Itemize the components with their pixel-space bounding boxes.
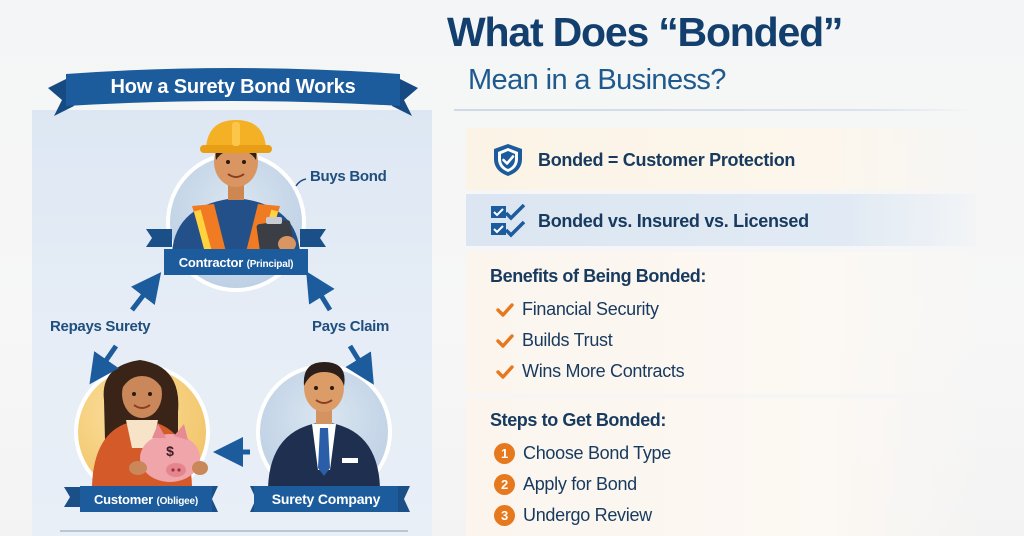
ribbon-shape bbox=[48, 68, 418, 116]
surety-illustration bbox=[256, 362, 392, 500]
list-item: Wins More Contracts bbox=[496, 356, 685, 387]
steps-list: 1 Choose Bond Type 2 Apply for Bond 3 Un… bbox=[494, 438, 671, 531]
surety-flow-diagram: $ bbox=[0, 0, 440, 536]
buys-bond-label: Buys Bond bbox=[310, 168, 387, 185]
card-customer-protection: Bonded = Customer Protection bbox=[466, 128, 976, 190]
arrow-down-left bbox=[89, 344, 119, 385]
benefits-list: Financial Security Builds Trust Wins Mor… bbox=[496, 294, 685, 387]
list-item: Financial Security bbox=[496, 294, 684, 325]
benefits-heading: Benefits of Being Bonded: bbox=[490, 266, 706, 286]
section-banner: How a Surety Bond Works bbox=[48, 66, 418, 116]
arrow-down-right bbox=[345, 344, 374, 385]
step-number-badge: 3 bbox=[494, 505, 515, 526]
arrow-up-left bbox=[130, 272, 162, 312]
step-number-badge: 2 bbox=[494, 474, 515, 495]
card-label: Bonded vs. Insured vs. Licensed bbox=[538, 210, 809, 231]
pays-claim-label: Pays Claim bbox=[312, 318, 390, 335]
surety-label: Surety Company bbox=[271, 491, 381, 507]
customer-illustration: $ bbox=[74, 360, 210, 500]
banner-title: How a Surety Bond Works bbox=[110, 76, 356, 98]
step-number-badge: 1 bbox=[494, 443, 515, 464]
contractor-label: Contractor (Principal) bbox=[178, 255, 294, 270]
contractor-ribbon bbox=[146, 229, 326, 275]
double-checkbox-icon bbox=[491, 204, 526, 238]
page-title: What Does “Bonded” bbox=[447, 9, 843, 55]
card-label: Bonded = Customer Protection bbox=[538, 149, 796, 170]
list-item: 2 Apply for Bond bbox=[494, 469, 671, 500]
shield-check-icon bbox=[494, 144, 522, 176]
card-steps: Steps to Get Bonded: 1 Choose Bond Type … bbox=[466, 398, 976, 536]
card-benefits: Benefits of Being Bonded: Financial Secu… bbox=[466, 252, 976, 394]
page-subtitle: Mean in a Business? bbox=[468, 64, 726, 96]
steps-heading: Steps to Get Bonded: bbox=[490, 410, 666, 430]
bottom-divider bbox=[60, 530, 408, 532]
svg-text:$: $ bbox=[166, 443, 174, 459]
flow-arrows bbox=[89, 271, 374, 467]
buys-bond-pointer bbox=[295, 178, 307, 187]
surety-ribbon bbox=[250, 486, 410, 512]
arrow-up-right bbox=[306, 271, 335, 312]
check-icon bbox=[496, 333, 514, 348]
customer-ribbon bbox=[64, 486, 218, 512]
repays-surety-label: Repays Surety bbox=[50, 318, 151, 335]
card-bonded-vs-insured: Bonded vs. Insured vs. Licensed bbox=[466, 194, 976, 246]
list-item: 3 Undergo Review bbox=[494, 500, 671, 531]
title-divider bbox=[454, 109, 974, 111]
check-icon bbox=[496, 364, 514, 379]
check-icon bbox=[496, 302, 514, 317]
list-item: 1 Choose Bond Type bbox=[494, 438, 671, 469]
customer-label: Customer (Obligee) bbox=[93, 492, 199, 507]
list-item: Builds Trust bbox=[496, 325, 684, 356]
